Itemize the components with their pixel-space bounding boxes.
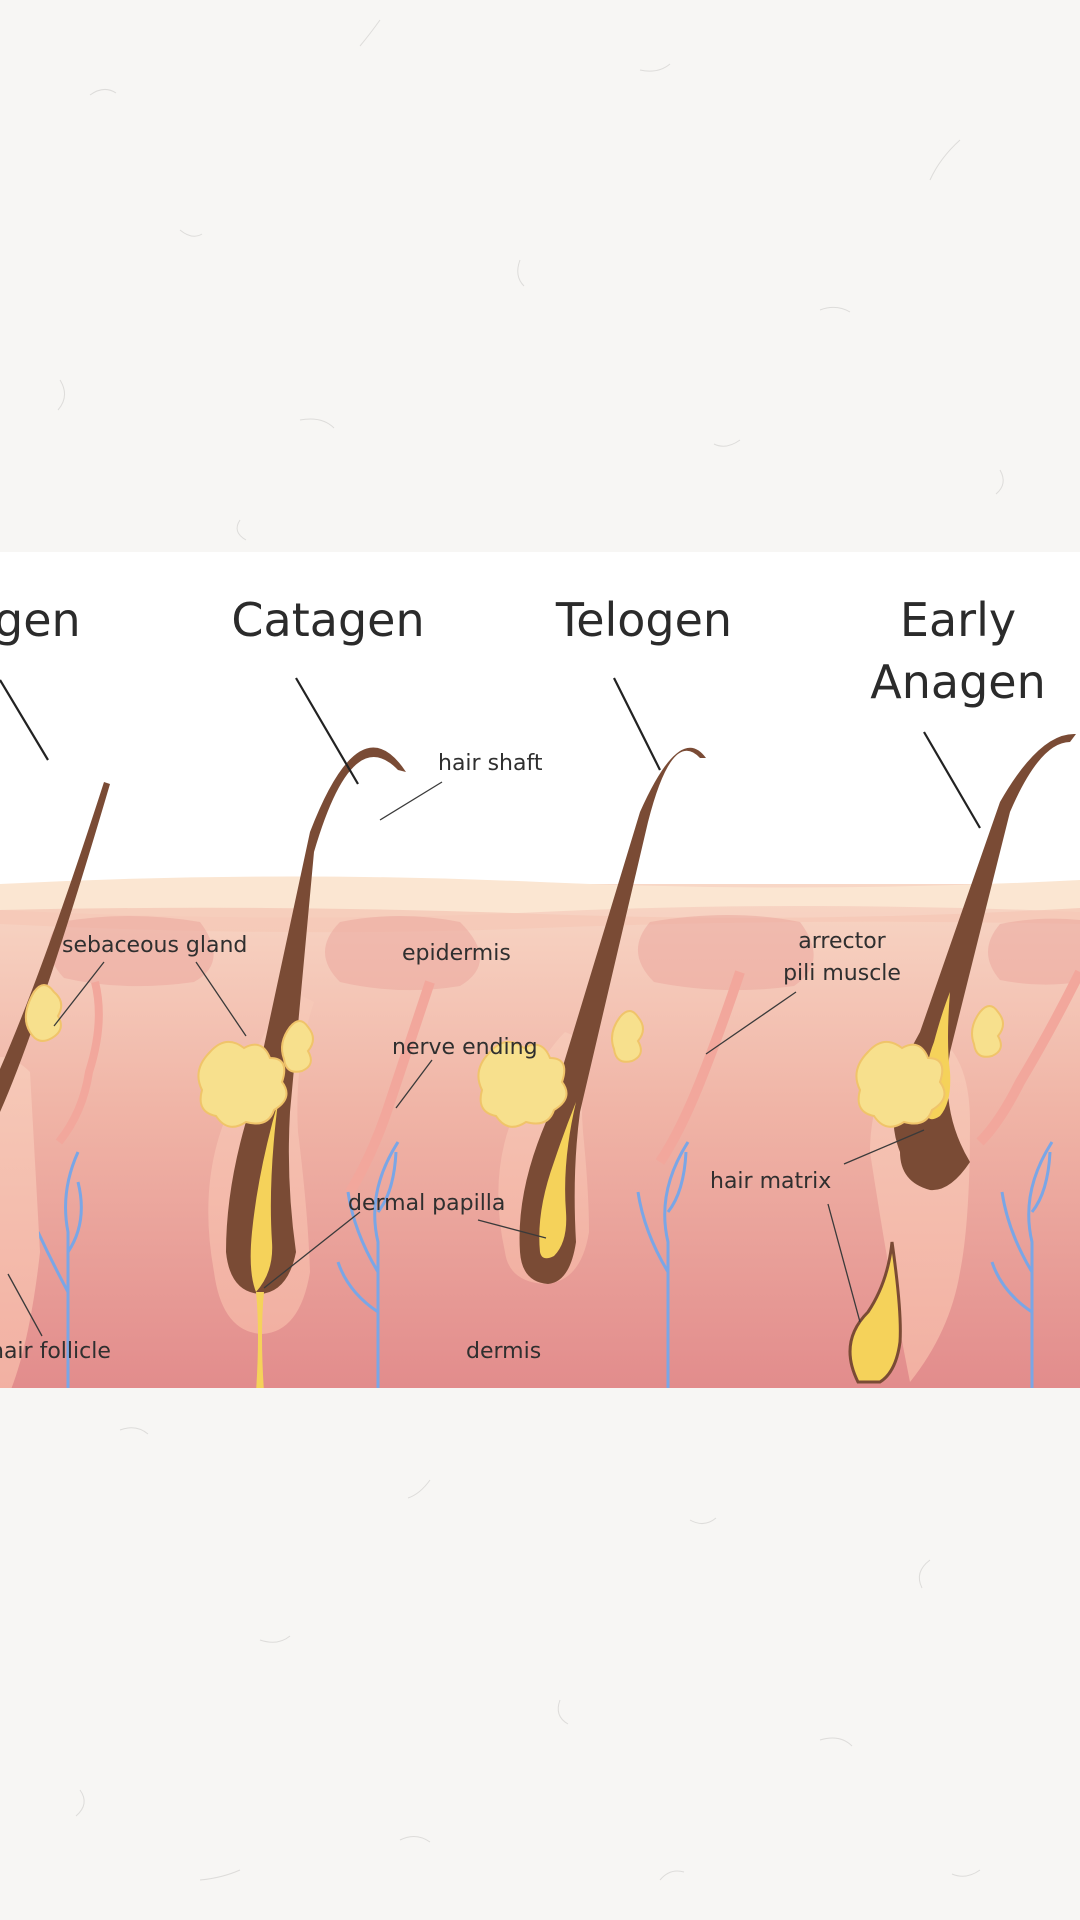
dermal-papilla-catagen bbox=[250, 1102, 278, 1292]
sebaceous-gland-catagen bbox=[197, 1041, 288, 1128]
stage-title-catagen: Catagen bbox=[231, 593, 424, 647]
label-hair-matrix: hair matrix bbox=[710, 1169, 831, 1194]
annotation-leader-lines bbox=[7, 781, 925, 1337]
stage-leader-lines bbox=[0, 677, 981, 829]
label-hair-shaft: hair shaft bbox=[438, 751, 543, 776]
epidermis-layer bbox=[0, 876, 1080, 918]
hair-growth-cycle-diagram: gen Catagen Telogen Early Anagen hair sh… bbox=[0, 552, 1080, 1388]
telogen-follicle bbox=[477, 747, 745, 1284]
label-dermal-papilla: dermal papilla bbox=[348, 1191, 505, 1216]
anagen-follicle-partial bbox=[0, 782, 110, 1388]
label-hair-follicle: hair follicle bbox=[0, 1339, 111, 1364]
label-sebaceous-gland: sebaceous gland bbox=[62, 933, 247, 958]
label-dermis: dermis bbox=[466, 1339, 541, 1364]
early-anagen-follicle bbox=[848, 733, 1080, 1384]
sebaceous-gland-early-anagen bbox=[855, 1041, 946, 1128]
dermal-papilla-early-anagen bbox=[848, 1241, 902, 1384]
label-nerve-ending: nerve ending bbox=[392, 1035, 538, 1060]
arrector-pili-early-anagen bbox=[976, 969, 1080, 1146]
label-epidermis: epidermis bbox=[402, 941, 511, 966]
sebaceous-gland-anagen bbox=[24, 984, 63, 1042]
arrector-pili-telogen bbox=[655, 970, 745, 1165]
arrector-pili-catagen bbox=[345, 980, 435, 1195]
label-arrector-line2: pili muscle bbox=[783, 961, 901, 986]
label-arrector-line1: arrector bbox=[798, 929, 886, 954]
sebaceous-gland-telogen bbox=[477, 1041, 568, 1128]
dermal-papilla-telogen bbox=[539, 1102, 576, 1259]
stage-title-early-anagen-line1: Early bbox=[900, 593, 1016, 647]
stage-title-early-anagen-line2: Anagen bbox=[870, 655, 1045, 709]
nerve-endings bbox=[36, 1141, 1054, 1388]
stage-title-telogen: Telogen bbox=[555, 593, 732, 647]
catagen-follicle bbox=[197, 747, 435, 1388]
stage-title-anagen: gen bbox=[0, 593, 81, 647]
